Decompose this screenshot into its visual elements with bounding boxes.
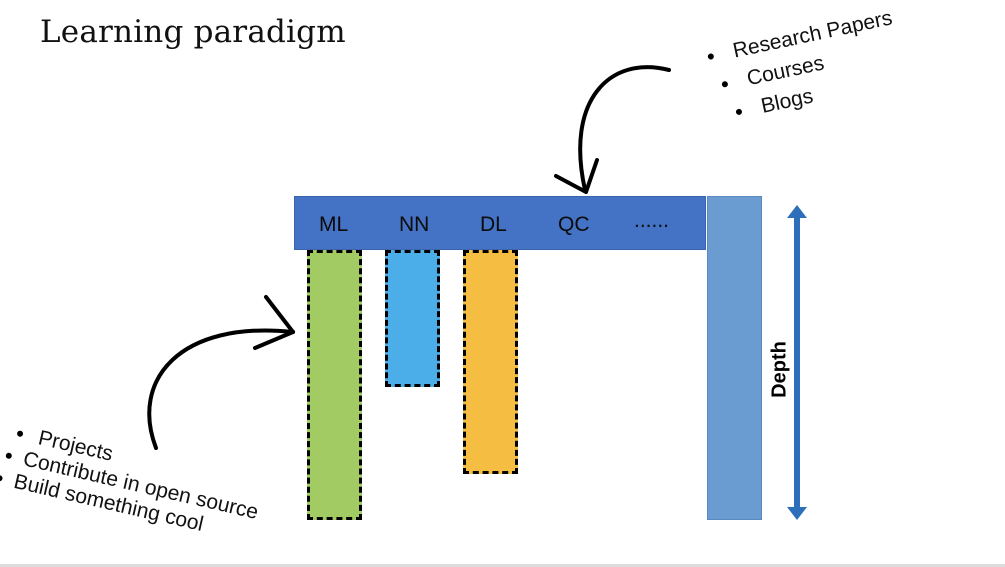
curved-arrow-right-icon [147,328,295,450]
topic-label-more: ...... [634,209,670,232]
arrow-down-icon [787,507,807,520]
arrowhead-icon [253,295,295,350]
slide-bottom-border [0,564,1005,567]
depth-bar-ml [307,250,362,520]
arrowhead-icon [554,158,599,194]
topic-label-ml: ML [319,213,349,236]
arrow-up-icon [787,205,807,218]
depth-bar-dl [463,250,518,474]
topic-label-qc: QC [558,213,590,236]
topic-label-nn: NN [399,213,430,236]
curved-arrow-down-icon [578,65,671,192]
topic-label-dl: DL [480,213,507,236]
topics-bar: ML NN DL QC ...... [294,196,706,250]
slide-title: Learning paradigm [40,14,346,50]
depth-bar-nn [385,250,440,387]
depth-column [707,196,762,520]
